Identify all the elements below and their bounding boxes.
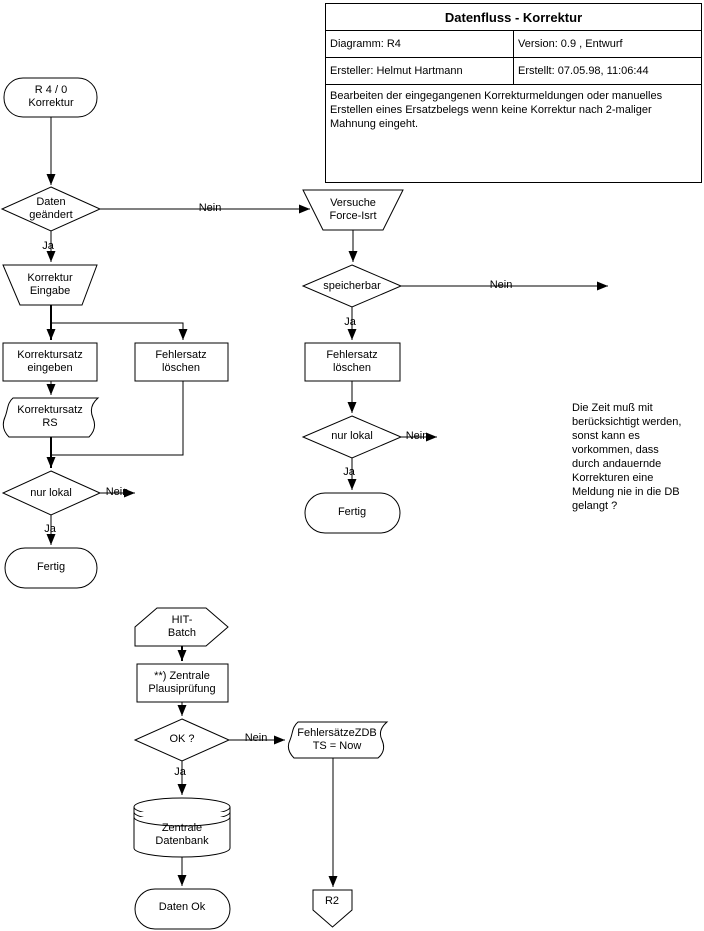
decision-daten-geaendert-shape <box>0 186 102 232</box>
decision-nur-lokal-rechts-shape <box>301 415 403 459</box>
process-korrektursatz-eingeben-shape <box>2 342 98 382</box>
terminator-fertig-rechts-shape <box>304 492 401 534</box>
shapes <box>0 77 404 930</box>
process-fehlersatz-loeschen-rechts-label: Fehlersatz löschen <box>326 349 378 374</box>
process-plausipruefung-shape <box>136 663 229 703</box>
manual-op-korrektur-eingabe-shape <box>2 264 98 306</box>
edge-label-nein-speicherbar: Nein <box>489 279 513 291</box>
stored-data-korrektursatz-rs-label: Korrektursatz RS <box>17 404 83 429</box>
terminator-daten-ok-label: Daten Ok <box>158 901 206 913</box>
edge-label-nein-ok: Nein <box>244 732 268 744</box>
title-block: Datenfluss - Korrektur Diagramm: R4 Vers… <box>325 3 702 183</box>
diagram-version: Version: 0.9 , Entwurf <box>518 38 623 50</box>
connectors <box>46 117 608 887</box>
diagram-created-date: Erstellt: 07.05.98, 11:06:44 <box>518 65 649 77</box>
manual-op-versuche-force-shape <box>302 189 404 231</box>
start-node-label: R 4 / 0 Korrektur <box>28 84 74 109</box>
arrow-branch-to-fehlersatz-links <box>51 322 188 340</box>
line-fehlersatz-join <box>51 381 184 456</box>
decision-ok-shape <box>133 718 231 762</box>
edge-label-nein-nurlokal-rechts: Nein <box>405 430 429 442</box>
manual-op-versuche-force-label: Versuche Force-Isrt <box>329 197 377 222</box>
process-fehlersatz-loeschen-links-label: Fehlersatz löschen <box>155 349 207 374</box>
process-fehlersatz-loeschen-links-shape <box>134 342 229 382</box>
decision-speicherbar-shape <box>301 264 403 308</box>
stored-data-fehlersaetze-zdb-shape <box>287 721 389 759</box>
process-korrektursatz-eingeben-label: Korrektursatz eingeben <box>17 349 83 374</box>
offpage-r2-label: R2 <box>324 895 340 907</box>
edge-label-nein-daten: Nein <box>198 202 222 214</box>
manual-op-korrektur-eingabe-label: Korrektur Eingabe <box>27 272 73 297</box>
title-block-row-2: Ersteller: Helmut Hartmann Erstellt: 07.… <box>326 58 701 85</box>
diagram-title: Datenfluss - Korrektur <box>326 4 701 31</box>
decision-nur-lokal-links-shape <box>1 470 102 516</box>
terminator-daten-ok-shape <box>134 888 231 930</box>
terminator-fertig-links-shape <box>4 547 98 589</box>
hexagon-hit-batch-shape <box>134 607 229 647</box>
process-plausipruefung-label: **) Zentrale Plausiprüfung <box>148 670 216 695</box>
database-zentrale-datenbank-label: Zentrale Datenbank <box>155 822 209 847</box>
edge-label-ja-nurlokal-links: Ja <box>44 523 56 535</box>
edge-label-ja-speicherbar: Ja <box>344 316 356 328</box>
edge-label-ja-nurlokal-rechts: Ja <box>343 466 355 478</box>
decision-daten-geaendert-label: Daten geändert <box>29 196 73 221</box>
terminator-fertig-rechts-label: Fertig <box>337 506 367 518</box>
hexagon-hit-batch-label: HIT- Batch <box>167 614 197 639</box>
decision-nur-lokal-links-label: nur lokal <box>30 487 72 499</box>
diagram-creator: Ersteller: Helmut Hartmann <box>326 58 514 84</box>
edge-label-ja-daten: Ja <box>42 240 54 252</box>
decision-speicherbar-label: speicherbar <box>323 280 381 292</box>
edge-label-ja-ok: Ja <box>174 766 186 778</box>
annotation-note: Die Zeit muß mit berücksichtigt werden, … <box>572 402 682 512</box>
stored-data-fehlersaetze-zdb-label: FehlersätzeZDB TS = Now <box>297 727 377 752</box>
offpage-r2-shape <box>312 889 353 928</box>
start-node-shape <box>3 77 98 118</box>
diagram-id: Diagramm: R4 <box>326 31 514 57</box>
process-fehlersatz-loeschen-rechts-shape <box>304 342 401 382</box>
title-block-row-1: Diagramm: R4 Version: 0.9 , Entwurf <box>326 31 701 58</box>
stored-data-korrektursatz-rs-shape <box>2 397 100 438</box>
edge-label-nein-nurlokal-links: Nein <box>105 486 129 498</box>
database-cylinder-line2 <box>133 816 231 827</box>
terminator-fertig-links-label: Fertig <box>36 561 66 573</box>
diagram-description: Bearbeiten der eingegangenen Korrekturme… <box>330 90 663 130</box>
decision-ok-label: OK ? <box>169 733 195 745</box>
decision-nur-lokal-rechts-label: nur lokal <box>331 430 373 442</box>
